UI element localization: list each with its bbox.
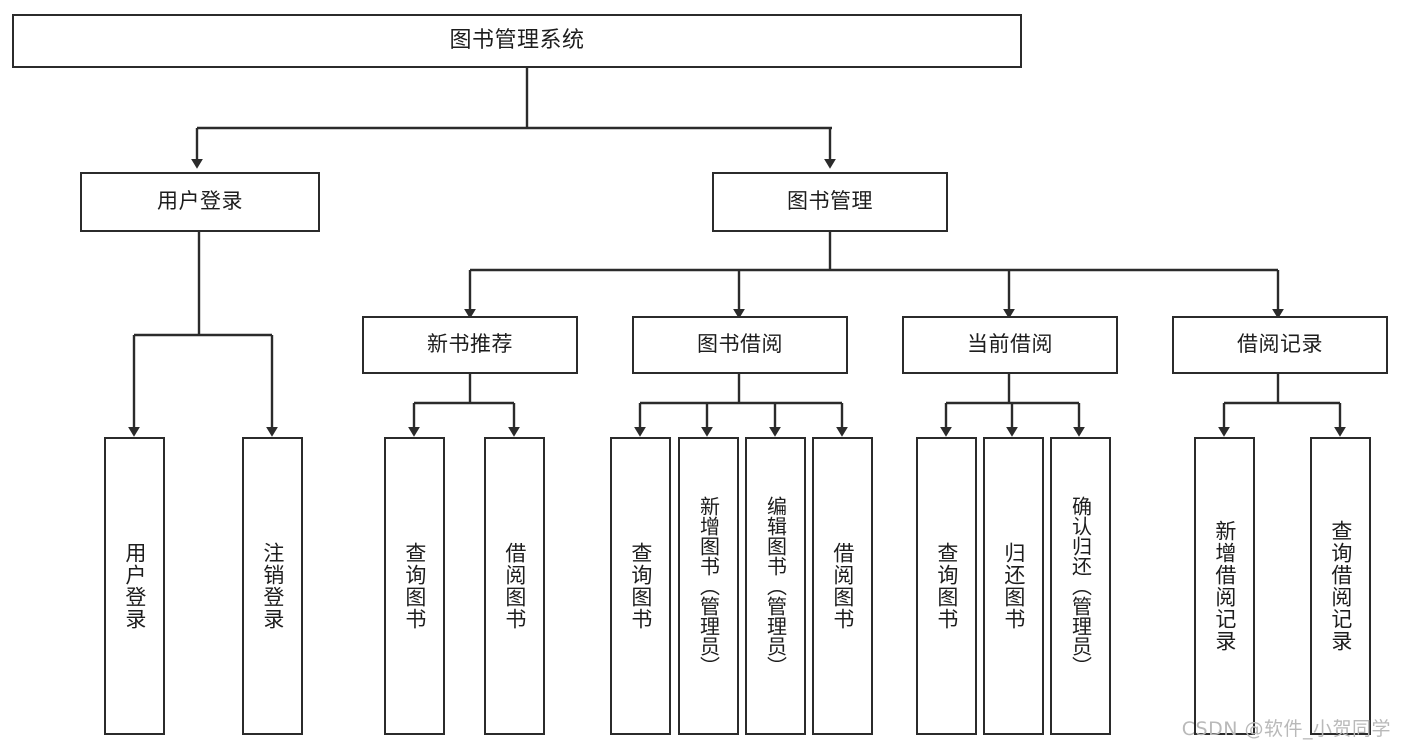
node-leaf-return-book[interactable]: 归还图书	[983, 437, 1044, 735]
node-label: 借阅图书	[502, 542, 527, 630]
node-label: 新增图书（管理员）	[696, 496, 721, 676]
node-label: 新书推荐	[427, 332, 513, 357]
node-current-borrow[interactable]: 当前借阅	[902, 316, 1118, 374]
node-leaf-borrow-book[interactable]: 借阅图书	[812, 437, 873, 735]
node-label: 借阅图书	[830, 542, 855, 630]
node-leaf-query-book-borrow[interactable]: 查询图书	[610, 437, 671, 735]
node-leaf-user-login[interactable]: 用户登录	[104, 437, 165, 735]
node-leaf-edit-book-admin[interactable]: 编辑图书（管理员）	[745, 437, 806, 735]
node-label: 查询图书	[934, 542, 959, 630]
node-leaf-add-book-admin[interactable]: 新增图书（管理员）	[678, 437, 739, 735]
node-label: 图书借阅	[697, 332, 783, 357]
node-label: 当前借阅	[967, 332, 1053, 357]
node-leaf-add-borrow-record[interactable]: 新增借阅记录	[1194, 437, 1255, 735]
node-label: 图书管理系统	[449, 27, 585, 53]
csdn-watermark: CSDN @软件_小贺同学	[1181, 718, 1391, 740]
node-new-book-recommend[interactable]: 新书推荐	[362, 316, 578, 374]
node-label: 用户登录	[122, 542, 147, 630]
node-leaf-confirm-return-admin[interactable]: 确认归还（管理员）	[1050, 437, 1111, 735]
node-user-login[interactable]: 用户登录	[80, 172, 320, 232]
node-label: 查询借阅记录	[1328, 520, 1353, 652]
node-label: 归还图书	[1001, 542, 1026, 630]
node-label: 编辑图书（管理员）	[763, 496, 788, 676]
node-borrow-record[interactable]: 借阅记录	[1172, 316, 1388, 374]
node-book-borrow[interactable]: 图书借阅	[632, 316, 848, 374]
node-book-management[interactable]: 图书管理	[712, 172, 948, 232]
node-label: 图书管理	[787, 189, 873, 214]
node-label: 新增借阅记录	[1212, 520, 1237, 652]
node-leaf-query-borrow-record[interactable]: 查询借阅记录	[1310, 437, 1371, 735]
node-leaf-logout[interactable]: 注销登录	[242, 437, 303, 735]
node-label: 注销登录	[260, 542, 285, 630]
node-leaf-query-book-new[interactable]: 查询图书	[384, 437, 445, 735]
node-label: 查询图书	[628, 542, 653, 630]
node-leaf-borrow-book-new[interactable]: 借阅图书	[484, 437, 545, 735]
node-leaf-query-book-current[interactable]: 查询图书	[916, 437, 977, 735]
node-label: 查询图书	[402, 542, 427, 630]
node-label: 借阅记录	[1237, 332, 1323, 357]
node-label: 用户登录	[157, 189, 243, 214]
node-label: 确认归还（管理员）	[1068, 496, 1093, 676]
node-root-system[interactable]: 图书管理系统	[12, 14, 1022, 68]
